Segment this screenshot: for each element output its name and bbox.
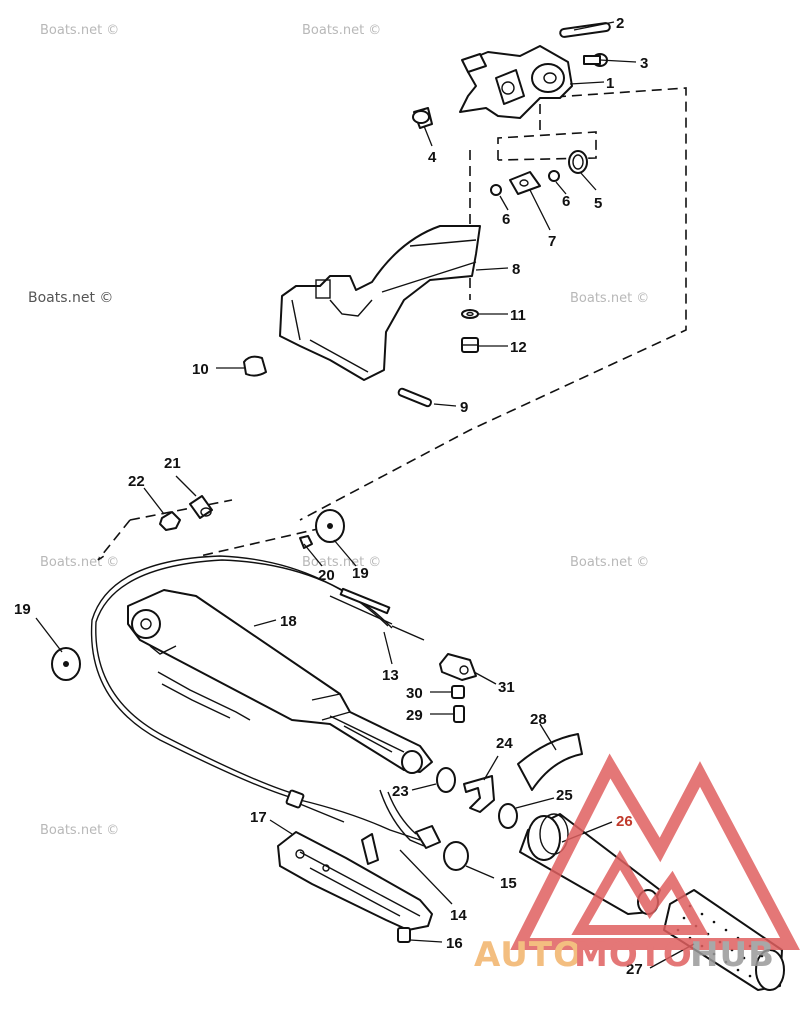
callout-28: 28 xyxy=(530,711,547,728)
part-15-nut xyxy=(443,841,469,871)
callout-8: 8 xyxy=(512,261,520,278)
callout-12: 12 xyxy=(510,339,527,356)
leader-lines xyxy=(35,21,695,969)
part-25-o-ring xyxy=(498,803,518,829)
part-21-cap xyxy=(189,495,213,519)
part-2-pin xyxy=(559,22,611,38)
callout-27: 27 xyxy=(626,961,643,978)
part-13-cable-end xyxy=(329,587,425,641)
part-9-pin xyxy=(397,387,432,408)
watermark: Boats.net © xyxy=(40,823,119,838)
part-17-cable-anchor xyxy=(285,789,379,865)
part-11-washer xyxy=(461,309,479,319)
part-23-o-ring xyxy=(436,767,456,793)
part-12-screw xyxy=(461,337,479,353)
callout-26: 26 xyxy=(616,813,633,830)
callout-13: 13 xyxy=(382,667,399,684)
callout-7: 7 xyxy=(548,233,556,250)
watermark: Boats.net © xyxy=(40,555,119,570)
watermark: Boats.net © xyxy=(302,23,381,38)
part-29-screw xyxy=(453,705,465,723)
watermark: Boats.net © xyxy=(570,291,649,306)
callout-19-left: 19 xyxy=(14,601,31,618)
connector-plug xyxy=(415,825,441,849)
part-16-screw xyxy=(397,927,411,943)
part-14-shift-bracket xyxy=(277,831,433,931)
watermark: Boats.net © xyxy=(570,555,649,570)
callout-4: 4 xyxy=(428,149,437,166)
assembly-lines xyxy=(97,87,687,561)
part-6-nuts xyxy=(490,170,560,196)
callout-17: 17 xyxy=(250,809,267,826)
logo-text-moto: MOTO xyxy=(574,935,693,975)
callout-5: 5 xyxy=(594,195,602,212)
callout-20: 20 xyxy=(318,567,335,584)
callout-19-right: 19 xyxy=(352,565,369,582)
wire-leads xyxy=(157,671,425,847)
watermarks: Boats.net © Boats.net © Boats.net © Boat… xyxy=(28,23,649,838)
part-10-plug xyxy=(243,355,267,377)
part-8-base-bracket xyxy=(279,225,481,381)
callout-6a: 6 xyxy=(502,211,510,228)
part-7-spring-clip xyxy=(509,171,541,195)
callout-10: 10 xyxy=(192,361,209,378)
callout-16: 16 xyxy=(446,935,463,952)
part-28-insert xyxy=(517,733,583,791)
callout-24: 24 xyxy=(496,735,513,752)
logo-text-auto: AUTO xyxy=(474,935,583,975)
callout-numbers: 1 2 3 4 5 6 6 7 8 9 10 11 12 13 14 15 16… xyxy=(14,15,648,978)
part-19-washer-left xyxy=(51,647,81,681)
callout-25: 25 xyxy=(556,787,573,804)
callout-3: 3 xyxy=(640,55,648,72)
part-30-bushing xyxy=(451,685,465,699)
logo-text-hub: HUB xyxy=(690,935,775,975)
callout-31: 31 xyxy=(498,679,515,696)
part-31-link xyxy=(439,653,477,681)
callout-23: 23 xyxy=(392,783,409,800)
watermark: Boats.net © xyxy=(28,290,113,306)
callout-14: 14 xyxy=(450,907,467,924)
callout-15: 15 xyxy=(500,875,517,892)
part-24-clip xyxy=(463,775,495,813)
callout-21: 21 xyxy=(164,455,181,472)
callout-11: 11 xyxy=(510,307,526,324)
part-18-handle xyxy=(127,589,433,774)
part-4-screw xyxy=(412,107,433,129)
part-1-bracket xyxy=(459,45,573,119)
part-19-washer-right xyxy=(315,509,345,543)
watermark: Boats.net © xyxy=(302,555,381,570)
automotohub-logo: AUTO MOTO HUB xyxy=(474,753,800,975)
part-20-nut xyxy=(299,535,313,549)
callout-9: 9 xyxy=(460,399,468,416)
callout-2: 2 xyxy=(616,15,624,32)
callout-6b: 6 xyxy=(562,193,570,210)
callout-30: 30 xyxy=(406,685,423,702)
part-22-nut xyxy=(159,511,181,531)
watermark: Boats.net © xyxy=(40,23,119,38)
callout-29: 29 xyxy=(406,707,423,724)
part-5-ring xyxy=(568,150,588,174)
callout-22: 22 xyxy=(128,473,145,490)
callout-1: 1 xyxy=(606,75,614,92)
callout-18: 18 xyxy=(280,613,297,630)
